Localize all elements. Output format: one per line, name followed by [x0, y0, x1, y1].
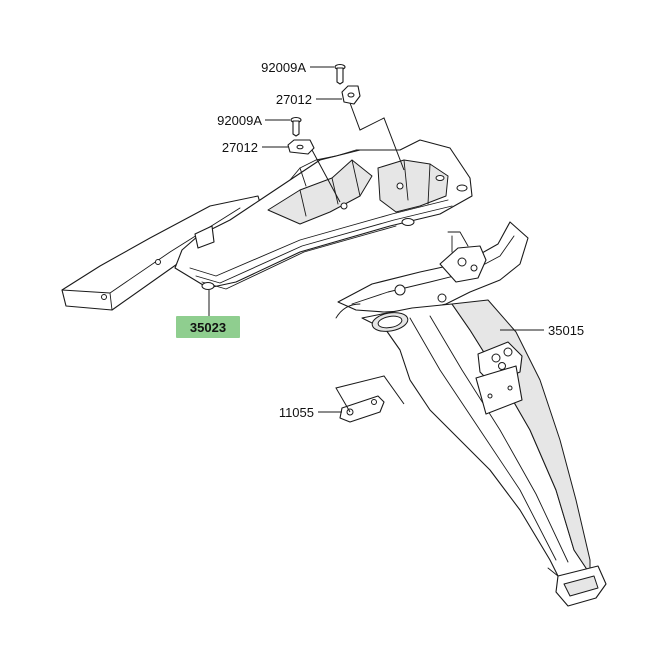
- clip-mid-27012[interactable]: [287, 139, 315, 155]
- screw-mid-92009A[interactable]: [290, 116, 302, 137]
- leader-lines: [208, 66, 544, 413]
- rear-fender-35015[interactable]: [335, 221, 607, 607]
- label-35023-highlight: [176, 316, 240, 338]
- label-92009A-top: 92009A: [261, 60, 306, 75]
- label-92009A-mid: 92009A: [217, 113, 262, 128]
- screw-top-92009A[interactable]: [334, 63, 346, 85]
- part-labels: 92009A 27012 92009A 27012 35023 35015 11…: [176, 60, 584, 420]
- bracket-11055[interactable]: [339, 395, 385, 423]
- label-35023: 35023: [190, 320, 226, 335]
- label-35015: 35015: [548, 323, 584, 338]
- label-11055: 11055: [279, 405, 314, 420]
- clip-top-27012[interactable]: [341, 85, 361, 105]
- rear-flap-35023[interactable]: [61, 139, 473, 311]
- label-27012-mid: 27012: [222, 140, 258, 155]
- label-27012-top: 27012: [276, 92, 312, 107]
